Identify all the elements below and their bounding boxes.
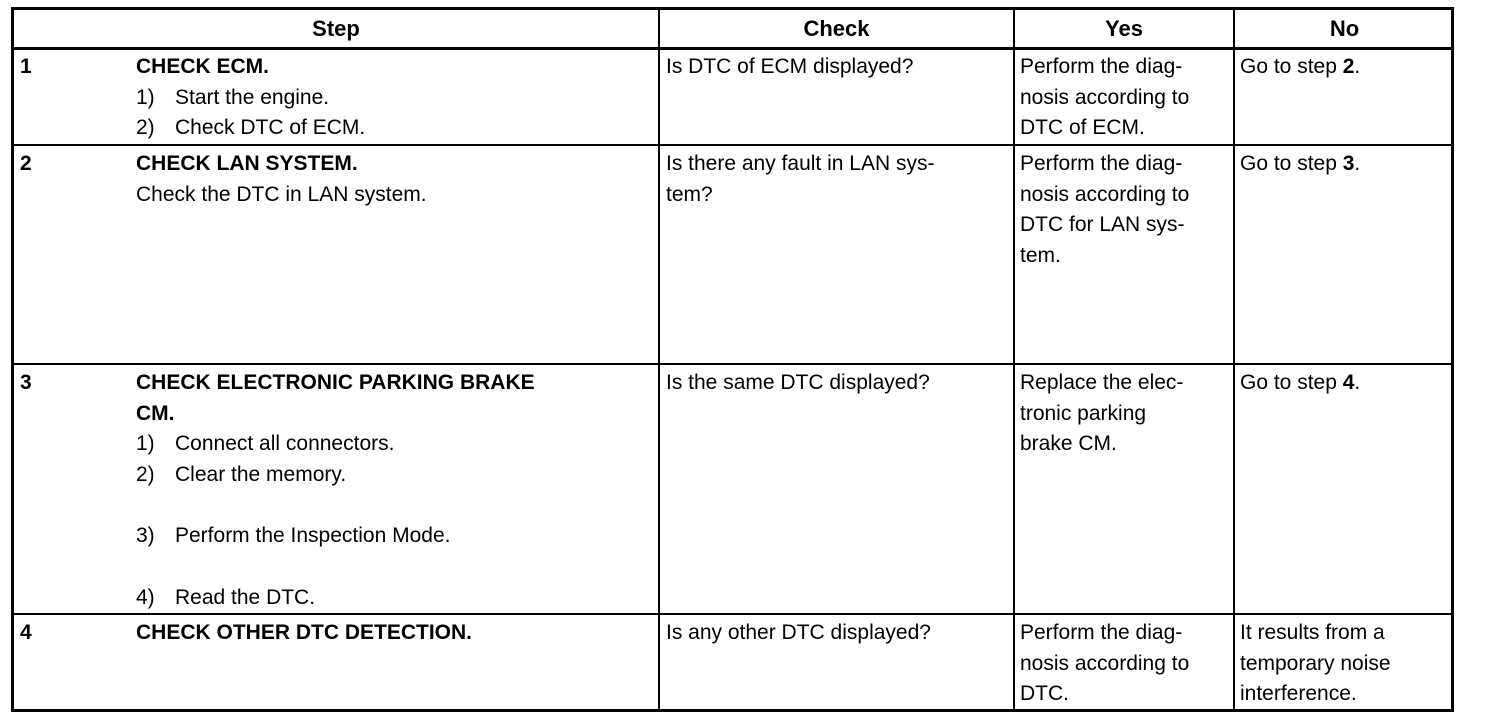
header-yes: Yes bbox=[1105, 16, 1143, 41]
no-cell: Go to step 2. bbox=[1240, 55, 1361, 78]
check-cell: Is any other DTC displayed? bbox=[666, 621, 931, 644]
header-check: Check bbox=[803, 16, 870, 41]
procedure-item: 1)Connect all connectors. bbox=[136, 432, 395, 455]
diagnostic-table: Step Check Yes No 1 CHECK ECM. 1)Start t… bbox=[11, 7, 1454, 712]
column-divider bbox=[1013, 10, 1015, 709]
procedure-item: 1)Start the engine. bbox=[136, 85, 330, 109]
procedure-item: 4)Read the DTC. bbox=[136, 585, 316, 609]
step-title: CHECK LAN SYSTEM. bbox=[136, 152, 358, 175]
step-title: CHECK OTHER DTC DETECTION. bbox=[136, 621, 472, 644]
header-divider bbox=[14, 47, 1451, 50]
step-number: 2 bbox=[20, 152, 32, 175]
step-cell: CHECK OTHER DTC DETECTION. bbox=[136, 618, 651, 649]
column-divider bbox=[1233, 10, 1235, 709]
check-cell: Is DTC of ECM displayed? bbox=[666, 55, 914, 78]
header-step: Step bbox=[312, 16, 360, 41]
column-divider bbox=[658, 10, 660, 709]
row-divider bbox=[14, 613, 1451, 615]
step-cell: CHECK LAN SYSTEM. Check the DTC in LAN s… bbox=[136, 149, 651, 210]
procedure-item: 2)Check DTC of ECM. bbox=[136, 116, 366, 139]
step-cell: CHECK ECM. 1)Start the engine. 2)Check D… bbox=[136, 52, 651, 144]
check-cell: Is the same DTC displayed? bbox=[666, 371, 930, 394]
no-cell: Go to step 4. bbox=[1240, 371, 1361, 394]
step-title: CHECK ECM. bbox=[136, 55, 270, 78]
step-number: 1 bbox=[20, 55, 32, 78]
row-divider bbox=[14, 363, 1451, 365]
row-divider bbox=[14, 144, 1451, 146]
header-no: No bbox=[1329, 16, 1360, 41]
no-cell: Go to step 3. bbox=[1240, 152, 1361, 175]
procedure-item: 3)Perform the Inspection Mode. bbox=[136, 524, 451, 547]
step-number: 3 bbox=[20, 371, 32, 394]
step-number: 4 bbox=[20, 621, 32, 644]
step-text: Check the DTC in LAN system. bbox=[136, 182, 427, 206]
procedure-item: 2)Clear the memory. bbox=[136, 462, 347, 486]
check-cell: Is there any fault in LAN sys-tem? bbox=[666, 152, 935, 206]
